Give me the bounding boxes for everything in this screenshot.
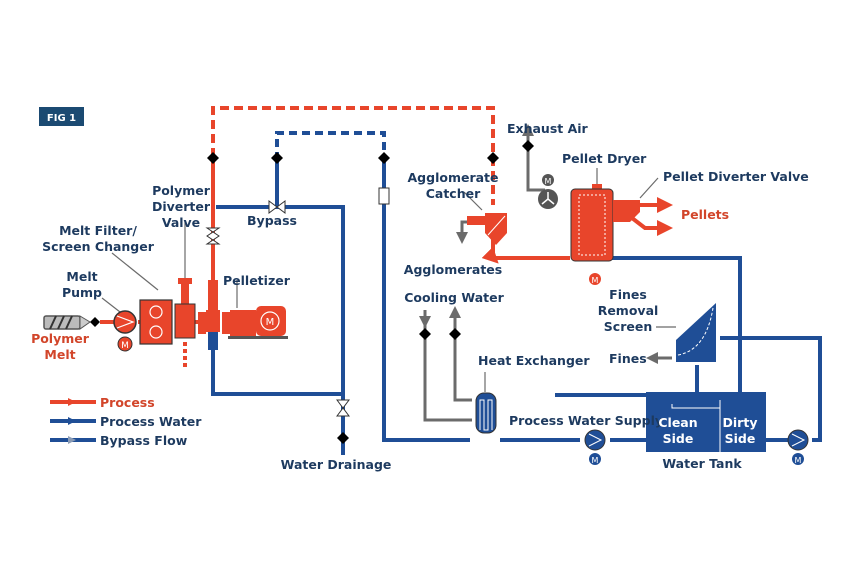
legend-item-process: Process bbox=[50, 395, 155, 410]
legend-label: Process Water bbox=[100, 414, 202, 429]
cooling-out-line bbox=[453, 325, 472, 402]
catcher-leader bbox=[463, 191, 483, 211]
melt-filter-icon bbox=[139, 299, 173, 345]
label-exhaust-air: Exhaust Air bbox=[507, 121, 589, 136]
heat-exchanger-icon bbox=[475, 392, 497, 434]
legend-item-process-water: Process Water bbox=[50, 414, 202, 429]
label-water-drainage: Water Drainage bbox=[281, 457, 392, 472]
exhaust-line bbox=[526, 145, 545, 192]
label-pelletizer: Pelletizer bbox=[223, 273, 291, 288]
label-bypass: Bypass bbox=[247, 213, 297, 228]
bypass-horizontal bbox=[216, 205, 345, 435]
motor-symbol: M bbox=[545, 177, 552, 186]
label-fines: Fines bbox=[609, 351, 647, 366]
cooling-in-line bbox=[423, 320, 472, 422]
label-dirty-side: Side bbox=[725, 431, 756, 446]
label-agglomerate-catcher: Agglomerate bbox=[408, 170, 499, 185]
water-to-pelletizer bbox=[211, 340, 343, 396]
label-agglomerates: Agglomerates bbox=[404, 262, 502, 277]
check-valve-icon bbox=[207, 152, 219, 164]
melt-pump-icon: M bbox=[113, 310, 137, 352]
label-clean-side: Clean bbox=[658, 415, 697, 430]
label-fines-removal-screen: Removal bbox=[598, 303, 659, 318]
labels: Polymer Melt Melt Pump Melt Filter/ Scre… bbox=[31, 121, 809, 472]
recirc-line bbox=[720, 336, 822, 442]
label-clean-side: Side bbox=[663, 431, 694, 446]
label-polymer-diverter: Valve bbox=[162, 215, 200, 230]
label-polymer-diverter: Diverter bbox=[152, 199, 211, 214]
motor-symbol: M bbox=[266, 317, 275, 328]
main-return-riser bbox=[382, 160, 470, 442]
label-melt-pump: Melt bbox=[66, 269, 97, 284]
water-tank-icon bbox=[646, 392, 766, 452]
figure-badge: FIG 1 bbox=[39, 107, 84, 126]
label-polymer-melt: Polymer bbox=[31, 331, 90, 346]
legend-label: Process bbox=[100, 395, 155, 410]
pellet-diverter-leader bbox=[639, 177, 659, 199]
drain-valve-icon bbox=[336, 399, 350, 417]
label-polymer-diverter: Polymer bbox=[152, 183, 211, 198]
label-water-tank: Water Tank bbox=[662, 456, 742, 471]
check-valves bbox=[207, 140, 534, 444]
label-process-water-supply: Process Water Supply bbox=[509, 413, 663, 428]
pump-leader bbox=[101, 297, 121, 313]
motor-symbol: M bbox=[121, 341, 129, 351]
polymer-diverter-valve-icon bbox=[174, 227, 221, 339]
filter-leader bbox=[111, 252, 159, 291]
motor-symbol: M bbox=[795, 456, 802, 465]
supply-pump-icon: M bbox=[584, 429, 606, 465]
check-valve-icon bbox=[337, 432, 349, 444]
label-melt-pump: Pump bbox=[62, 285, 102, 300]
label-melt-filter: Melt Filter/ bbox=[59, 223, 137, 238]
label-fines-removal-screen: Screen bbox=[604, 319, 652, 334]
legend-label: Bypass Flow bbox=[100, 433, 188, 448]
motor-symbol: M bbox=[592, 456, 599, 465]
label-pellets: Pellets bbox=[681, 207, 729, 222]
figure-badge-text: FIG 1 bbox=[47, 113, 76, 124]
label-fines-removal-screen: Fines bbox=[609, 287, 647, 302]
legend: Process Process Water Bypass Flow bbox=[50, 395, 202, 448]
label-pellet-diverter-valve: Pellet Diverter Valve bbox=[663, 169, 809, 184]
check-valve-icon bbox=[271, 152, 283, 164]
motor-symbol: M bbox=[592, 276, 599, 285]
recirc-pump-icon: M bbox=[787, 429, 809, 465]
fines-removal-screen-icon bbox=[676, 303, 716, 362]
pellet-dryer-icon: M bbox=[570, 184, 640, 285]
flow-meter-icon bbox=[378, 187, 390, 205]
label-cooling-water: Cooling Water bbox=[404, 290, 504, 305]
label-dirty-side: Dirty bbox=[723, 415, 758, 430]
label-polymer-melt: Melt bbox=[44, 347, 75, 362]
check-valve-icon bbox=[378, 152, 390, 164]
pellets-out-lower bbox=[630, 216, 673, 236]
check-valve-icon bbox=[522, 140, 534, 152]
bypass-valve-icon bbox=[268, 200, 286, 214]
extruder-screw-icon bbox=[43, 315, 100, 330]
dryer-water-outlet bbox=[612, 256, 742, 395]
check-valve-icon bbox=[419, 328, 431, 340]
gray-lines bbox=[101, 124, 676, 422]
check-valve-icon bbox=[449, 328, 461, 340]
bypass-dashed-loop bbox=[275, 131, 386, 160]
check-valve-icon bbox=[487, 152, 499, 164]
pelletizer-icon: M bbox=[198, 280, 288, 350]
label-agglomerate-catcher: Catcher bbox=[426, 186, 481, 201]
label-heat-exchanger: Heat Exchanger bbox=[478, 353, 590, 368]
agglomerate-catcher-icon bbox=[467, 213, 507, 245]
blower-icon: M bbox=[538, 174, 558, 209]
label-pellet-dryer: Pellet Dryer bbox=[562, 151, 647, 166]
legend-item-bypass-flow: Bypass Flow bbox=[50, 433, 188, 448]
label-melt-filter: Screen Changer bbox=[42, 239, 155, 254]
